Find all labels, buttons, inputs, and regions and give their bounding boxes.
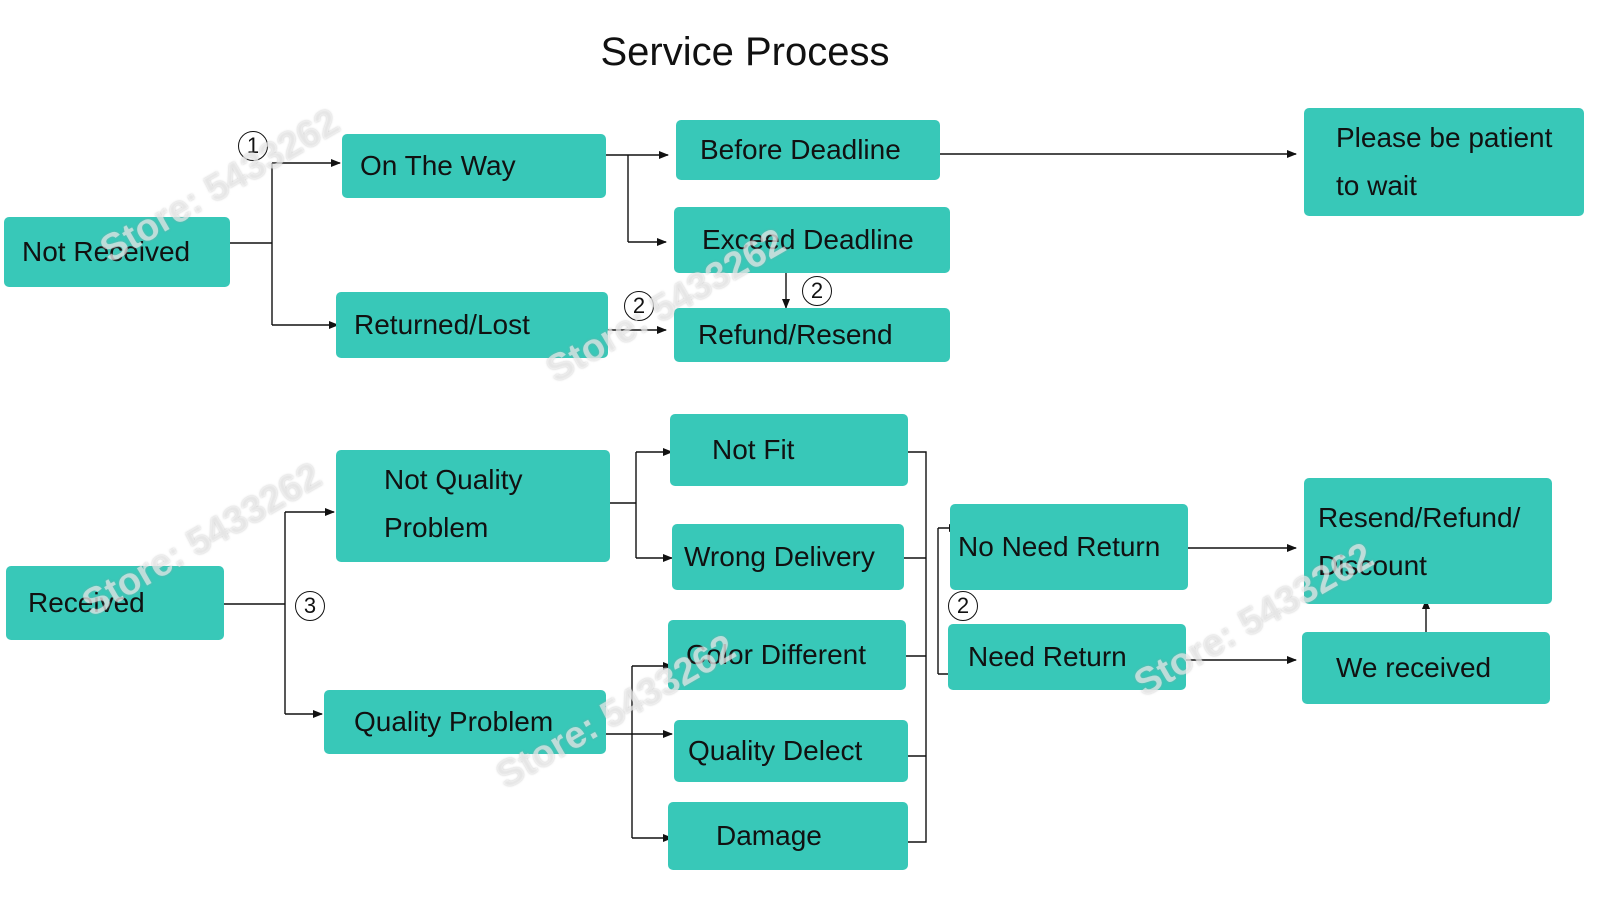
step-marker-2a: 2: [624, 291, 654, 321]
node-no-need-return: No Need Return: [950, 504, 1188, 590]
node-not-quality-line-1: Not Quality: [384, 464, 523, 495]
node-resend-line-1: Resend/Refund/: [1318, 502, 1521, 533]
node-need-return: Need Return: [948, 624, 1186, 690]
node-please-wait-line-2: to wait: [1336, 170, 1417, 201]
step-marker-2b: 2: [802, 276, 832, 306]
step-marker-3: 3: [295, 591, 325, 621]
node-resend-line-2: Discount: [1318, 550, 1427, 581]
node-exceed-deadline: Exceed Deadline: [674, 207, 950, 273]
node-quality-delect: Quality Delect: [674, 720, 908, 782]
node-we-received: We received: [1302, 632, 1550, 704]
node-please-wait-line-1: Please be patient: [1336, 122, 1553, 153]
node-refund-resend: Refund/Resend: [674, 308, 950, 362]
step-marker-1: 1: [238, 131, 268, 161]
node-not-quality-problem: Not Quality Problem: [336, 450, 610, 562]
node-resend-refund-discount: Resend/Refund/ Discount: [1304, 478, 1552, 604]
node-returned-lost: Returned/Lost: [336, 292, 608, 358]
node-not-received: Not Received: [4, 217, 230, 287]
node-not-fit: Not Fit: [670, 414, 908, 486]
node-not-quality-line-2: Problem: [384, 512, 489, 543]
node-on-the-way: On The Way: [342, 134, 606, 198]
step-marker-2c: 2: [948, 591, 978, 621]
node-quality-problem: Quality Problem: [324, 690, 606, 754]
node-wrong-delivery: Wrong Delivery: [672, 524, 904, 590]
diagram-title: Service Process: [600, 30, 890, 74]
node-color-different: Color Different: [668, 620, 906, 690]
node-damage: Damage: [668, 802, 908, 870]
node-before-deadline: Before Deadline: [676, 120, 940, 180]
node-please-wait: Please be patient to wait: [1304, 108, 1584, 216]
node-received: Received: [6, 566, 224, 640]
